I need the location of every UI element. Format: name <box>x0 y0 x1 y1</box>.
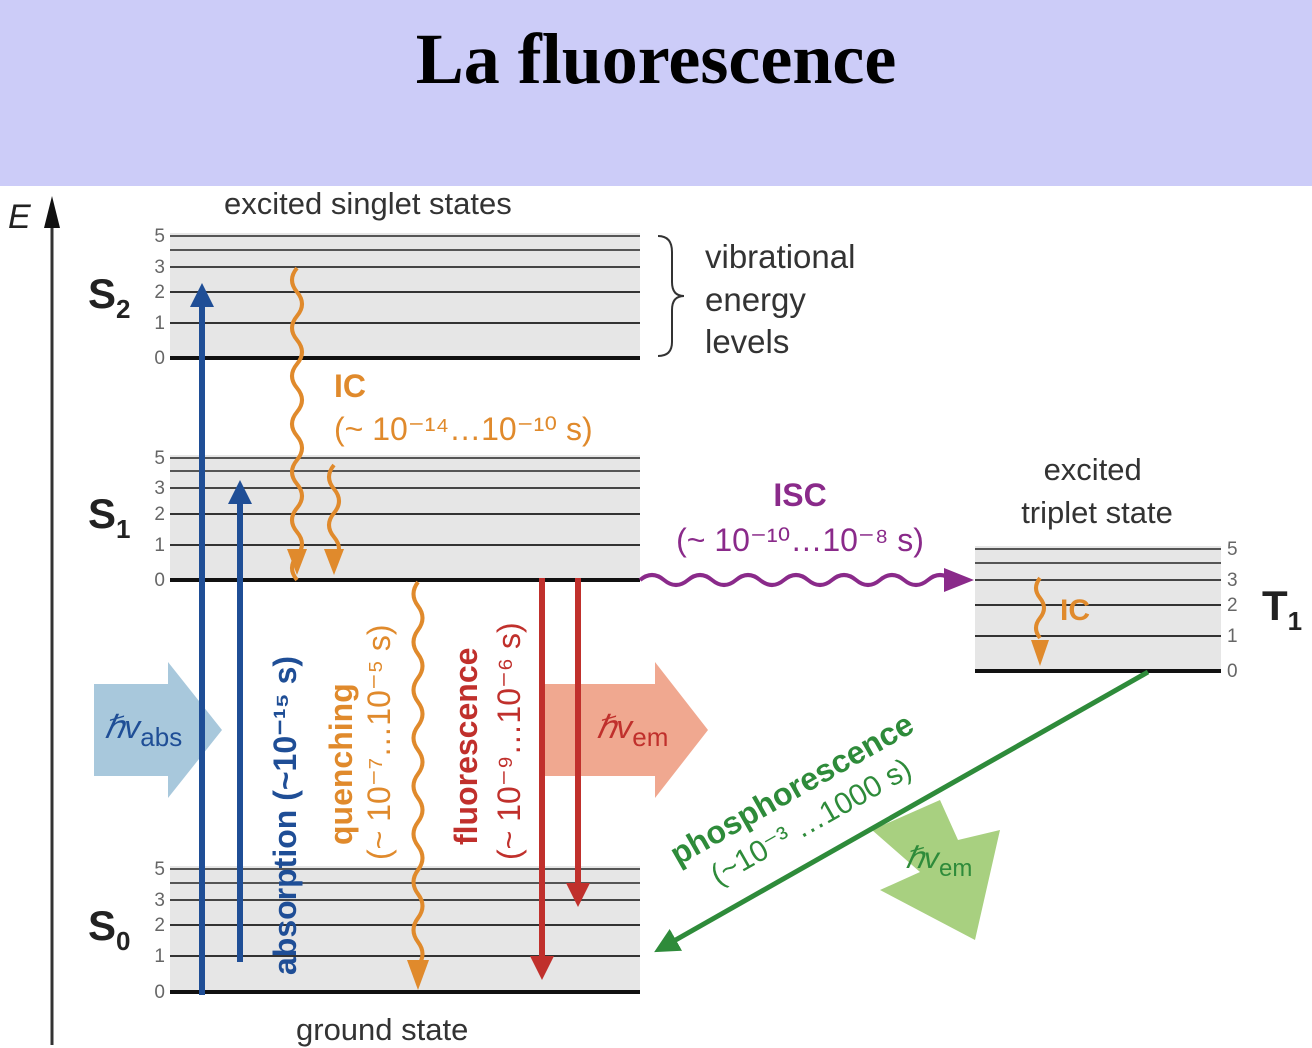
vibrational-brace <box>657 235 685 357</box>
s2-level-2: 2 <box>154 282 165 303</box>
photon-em-phosphorescence-label: ℏvem <box>905 842 972 882</box>
ic-triplet-label: IC <box>1060 594 1090 627</box>
s0-band <box>170 866 640 994</box>
isc-wavy-line <box>638 573 954 587</box>
excited-singlet-caption: excited singlet states <box>224 186 512 221</box>
s2-band <box>170 233 640 360</box>
jablonski-diagram: E excited singlet states ground state 5 … <box>0 186 1312 1048</box>
ic-label: IC <box>334 368 366 404</box>
triplet-caption: excited triplet state <box>1021 452 1173 530</box>
ic-triplet-arrowhead <box>1031 640 1049 666</box>
energy-axis-label: E <box>8 198 31 236</box>
vibrational-caption: vibrational energy levels <box>705 238 865 360</box>
s1-label: S1 <box>88 490 130 544</box>
t1-label: T1 <box>1262 582 1302 636</box>
absorption-label: absorption (~10⁻¹⁵ s) <box>267 656 303 975</box>
s0-level-2: 2 <box>154 915 165 936</box>
isc-arrowhead <box>944 568 974 592</box>
ic-wavy-line-s2 <box>290 266 304 582</box>
s2-label: S2 <box>88 270 130 324</box>
ic-time: (~ 10⁻¹⁴…10⁻¹⁰ s) <box>334 411 593 447</box>
photon-em-fluorescence-label: ℏvem <box>596 709 668 752</box>
photon-em-phosphorescence-arrow <box>872 800 1000 940</box>
ground-state-caption: ground state <box>296 1012 468 1047</box>
s0-level-1: 1 <box>154 946 165 967</box>
t1-level-2: 2 <box>1227 595 1238 616</box>
s1-level-0: 0 <box>154 570 165 591</box>
t1-band <box>975 546 1221 673</box>
isc-time: (~ 10⁻¹⁰…10⁻⁸ s) <box>676 522 924 558</box>
photon-abs-arrow <box>94 662 222 798</box>
s1-band <box>170 455 640 582</box>
phosphorescence-arrow <box>654 669 1150 953</box>
ic-arrowhead-s2 <box>287 549 307 575</box>
s2-level-5: 5 <box>154 226 165 247</box>
t1-level-0: 0 <box>1227 661 1238 682</box>
energy-axis-arrowhead <box>44 196 60 228</box>
photon-abs-label: ℏvabs <box>104 709 182 752</box>
quenching-time: (~ 10⁻⁷…10⁻⁵ s) <box>361 624 397 860</box>
s2-level-1: 1 <box>154 313 165 334</box>
t1-level-3: 3 <box>1227 570 1238 591</box>
s2-level-0: 0 <box>154 348 165 369</box>
ic-triplet-wavy-line <box>1034 576 1046 640</box>
slide-title: La fluorescence <box>415 19 897 99</box>
quenching-wavy-line <box>411 580 425 968</box>
s1-level-2: 2 <box>154 504 165 525</box>
s0-label: S0 <box>88 902 130 956</box>
photon-em-fluorescence-arrow <box>545 662 708 798</box>
s0-level-0: 0 <box>154 982 165 1003</box>
t1-level-1: 1 <box>1227 626 1238 647</box>
quenching-label: quenching <box>323 683 359 845</box>
s0-level-3: 3 <box>154 890 165 911</box>
isc-label: ISC <box>773 477 826 513</box>
fluorescence-time: (~ 10⁻⁹…10⁻⁶ s) <box>491 622 527 860</box>
fluorescence-label: fluorescence <box>448 648 484 845</box>
quenching-arrowhead <box>407 960 429 990</box>
s0-level-5: 5 <box>154 859 165 880</box>
s1-level-1: 1 <box>154 535 165 556</box>
s2-level-3: 3 <box>154 257 165 278</box>
s1-level-3: 3 <box>154 478 165 499</box>
ic-arrowhead-s1 <box>324 549 344 575</box>
t1-level-5: 5 <box>1227 539 1238 560</box>
ic-wavy-line-s1 <box>327 463 341 563</box>
s1-level-5: 5 <box>154 448 165 469</box>
